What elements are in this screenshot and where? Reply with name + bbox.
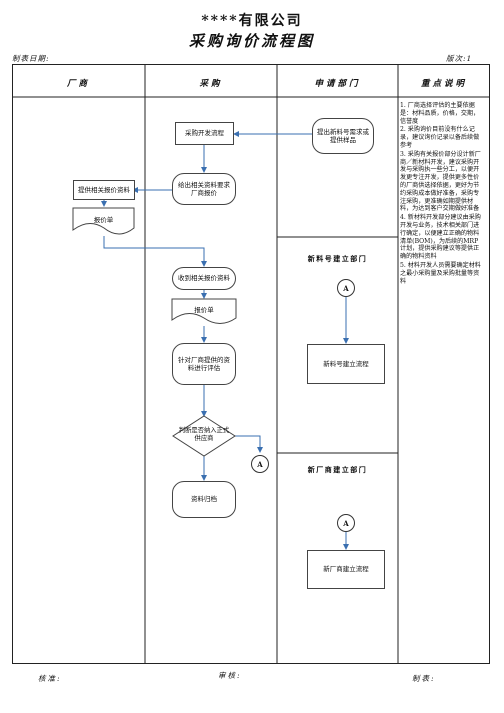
note-item: 1. 厂商选择评估的主要依据是：材料品质，价格，交期，信誉度 — [400, 102, 480, 125]
receive-quote-node: 收到相关报价资料 — [172, 267, 236, 290]
section-new-part: 新料号建立部门 — [307, 254, 368, 263]
date-label: 制表日期: — [12, 54, 50, 63]
note-item: 3. 采购有关报价部分设计新厂商／新材料开发，建议采购开发与采购执一些分工，以便… — [400, 150, 481, 213]
connector-a-new-part: A — [337, 279, 355, 297]
supplier-quote-doc: 报价单 — [73, 208, 134, 236]
archive-node: 资料归档 — [172, 481, 236, 518]
new-vendor-flow-node: 新厂商建立流程 — [307, 550, 385, 589]
dept-request-node: 提出新料号需求或提供样品 — [312, 118, 374, 154]
document-title: 采购询价流程图 — [188, 32, 315, 50]
purchase-quote-doc: 报价单 — [172, 299, 236, 327]
column-header-purchasing: 采购 — [199, 79, 223, 89]
flowchart-frame — [12, 64, 490, 664]
purchase-dev-flow-node: 采购开发流程 — [175, 122, 234, 145]
note-item: 5. 材料开发人员需要确定材料之最小采购量及采购批量等资料 — [400, 261, 481, 285]
purchase-quote-doc-label: 报价单 — [194, 306, 214, 314]
connector-a-purchasing: A — [251, 455, 269, 473]
supplier-quote-doc-label: 报价单 — [93, 216, 114, 224]
supplier-quote-node: 提供相关报价资料 — [73, 180, 135, 200]
new-part-flow-node: 新料号建立流程 — [307, 344, 385, 384]
prepare-label: 制表: — [412, 674, 436, 683]
review-label: 审核: — [218, 671, 242, 680]
column-header-supplier: 厂商 — [66, 79, 90, 89]
column-header-key-notes: 重点说明 — [420, 79, 467, 89]
version-label: 版次:1 — [446, 54, 473, 63]
evaluate-node: 针对厂商提供的资料进行评估 — [172, 343, 236, 385]
section-new-vendor: 新厂商建立部门 — [307, 465, 368, 474]
company-name: ****有限公司 — [201, 13, 303, 29]
note-item: 4. 新材料开发部分建议由采购开发与业务，技术相关部门进行确定，以便建立正确的物… — [400, 214, 481, 261]
connector-a-new-vendor: A — [337, 514, 355, 532]
decision-node: 判断是否纳入正式供应商 — [178, 427, 230, 442]
send-request-node: 给出相关资料要求厂商报价 — [172, 173, 236, 205]
approve-label: 核准: — [38, 674, 62, 683]
key-notes-list: 1. 厂商选择评估的主要依据是：材料品质，价格，交期，信誉度 2. 采购询价目前… — [400, 102, 484, 286]
note-item: 2. 采购询价目前没有什么记录，建议询价记录以备后续做参考 — [400, 126, 480, 149]
column-header-requesting-dept: 申请部门 — [314, 79, 361, 89]
